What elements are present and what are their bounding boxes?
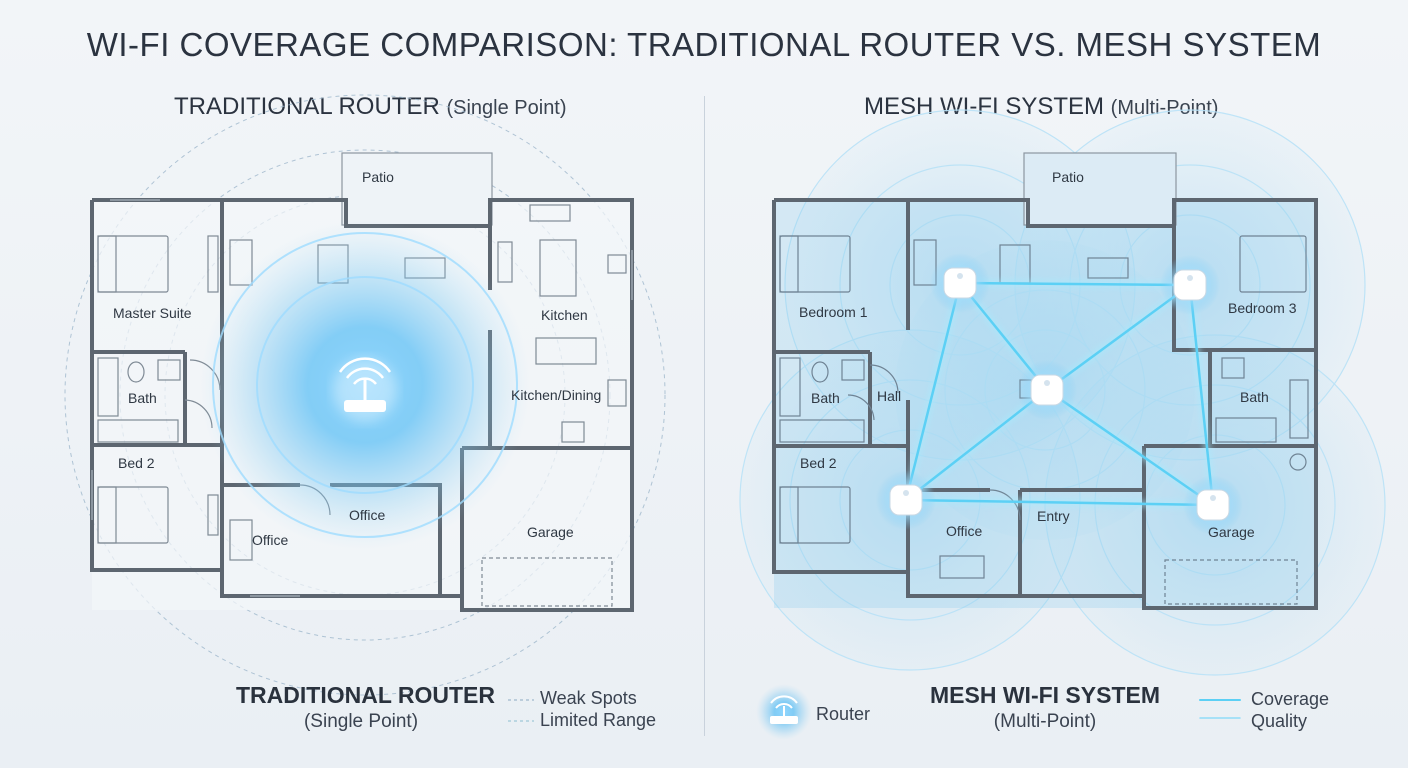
mesh-patio-area [1023, 152, 1177, 226]
mesh-room-label-bedroom3: Bedroom 3 [1228, 300, 1297, 316]
room-label-bath: Bath [128, 390, 157, 406]
mesh-legend: MESH WI-FI SYSTEM (Multi-Point) [930, 682, 1160, 733]
mesh-furniture [779, 235, 1309, 605]
mesh-room-label-hall: Hall [877, 388, 901, 404]
mesh-room-label-bedroom1: Bedroom 1 [799, 304, 868, 320]
room-label-kitchen: Kitchen [541, 307, 588, 323]
traditional-router-heading: TRADITIONAL ROUTER (Single Point) [174, 93, 567, 121]
mesh-node-icon [930, 253, 990, 313]
legend-coverage-quality: Coverage Quality [1251, 688, 1329, 732]
signal-rings [212, 232, 518, 538]
mesh-room-label-bed2: Bed 2 [800, 455, 837, 471]
legend-router-icon [756, 684, 812, 740]
mesh-floor-plan: Patio Bedroom 1 Bedroom 3 Bath Hall Bath… [739, 109, 1386, 676]
traditional-heading-main: TRADITIONAL ROUTER [174, 93, 440, 120]
room-label-master-suite: Master Suite [113, 305, 192, 321]
mesh-legend-title: MESH WI-FI SYSTEM [930, 682, 1160, 708]
mesh-node-icon [1183, 475, 1243, 535]
mesh-legend-sub: (Multi-Point) [993, 711, 1097, 732]
room-label-garage: Garage [527, 524, 574, 540]
mesh-node-icon [876, 470, 936, 530]
legend-coverage-lines [1197, 697, 1243, 719]
traditional-legend-sub: (Single Point) [303, 711, 419, 732]
legend-coverage-line1: Coverage [1251, 689, 1330, 709]
mesh-node-icon [1160, 255, 1220, 315]
room-label-patio: Patio [362, 169, 394, 185]
mesh-room-label-patio: Patio [1052, 169, 1084, 185]
page-title: WI-FI COVERAGE COMPARISON: TRADITIONAL R… [86, 26, 1322, 63]
room-label-bed2: Bed 2 [118, 455, 155, 471]
mesh-node-icon [1017, 360, 1077, 420]
mesh-room-label-bath-right: Bath [1240, 389, 1269, 405]
legend-weak-spots: Weak Spots [540, 688, 637, 708]
legend-coverage-line2: Quality [1251, 711, 1308, 731]
mesh-room-label-garage: Garage [1208, 524, 1255, 540]
traditional-legend: TRADITIONAL ROUTER (Single Point) [236, 682, 495, 733]
mesh-room-label-bath-left: Bath [811, 390, 840, 406]
room-label-office: Office [252, 532, 289, 548]
panel-divider [704, 96, 705, 736]
traditional-legend-title: TRADITIONAL ROUTER [236, 682, 495, 708]
mesh-room-label-entry: Entry [1037, 508, 1070, 524]
room-label-kitchen-dining: Kitchen/Dining [511, 387, 601, 403]
traditional-floor-plan: Patio Master Suite Kitchen Bath Kitchen/… [64, 94, 666, 696]
windows [91, 199, 633, 597]
room-label-office-top: Office [349, 507, 386, 523]
mesh-room-label-office: Office [946, 523, 983, 539]
legend-limited-range: Limited Range [540, 710, 657, 730]
legend-router-label: Router [816, 704, 871, 724]
patio-area [341, 152, 493, 226]
router-icon [333, 357, 397, 422]
traditional-heading-sub: (Single Point) [446, 97, 567, 119]
mesh-walls [772, 198, 1318, 610]
